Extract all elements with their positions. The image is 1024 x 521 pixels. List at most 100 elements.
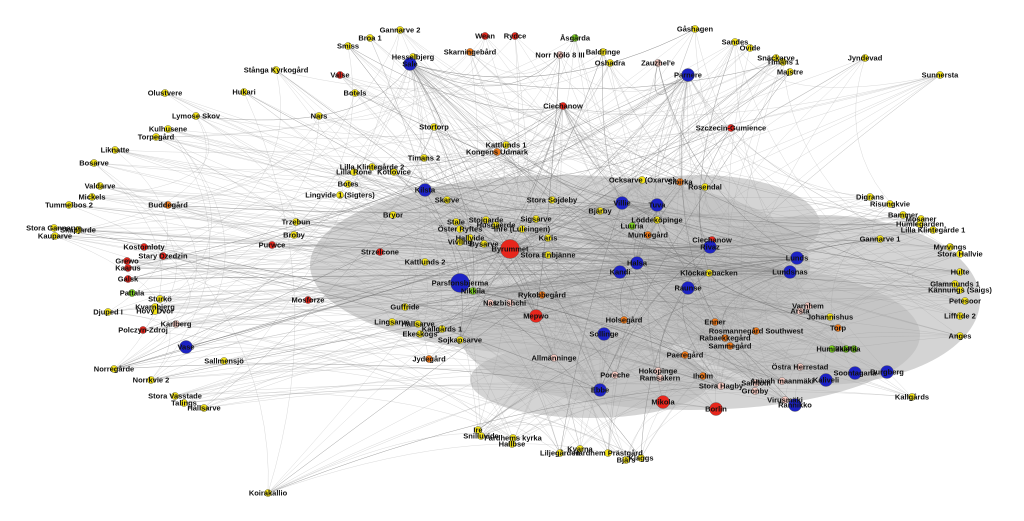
graph-edge <box>428 202 623 360</box>
graph-node <box>783 265 797 279</box>
graph-node <box>826 313 834 321</box>
graph-node <box>172 320 180 328</box>
graph-node <box>786 68 794 76</box>
graph-edge <box>424 189 888 373</box>
graph-node <box>597 327 611 341</box>
node-label: Norregårde <box>94 365 134 374</box>
graph-edge <box>183 257 798 404</box>
graph-edge <box>107 41 736 313</box>
graph-edge <box>619 271 722 387</box>
node-label: Mosforze <box>292 296 325 305</box>
graph-edge <box>175 294 543 325</box>
graph-edge <box>275 69 511 250</box>
graph-edge <box>339 74 961 255</box>
graph-edge <box>167 29 401 206</box>
graph-edge <box>409 63 921 225</box>
graph-node <box>200 404 208 412</box>
node-label: Kaliveli <box>813 376 839 385</box>
node-label: Rabaekkegård <box>699 334 751 343</box>
graph-edge <box>755 246 951 332</box>
graph-node <box>880 365 894 379</box>
graph-node <box>351 89 359 97</box>
graph-node <box>443 196 451 204</box>
node-label: Byrummet <box>491 245 529 254</box>
graph-edge <box>167 105 564 139</box>
node-label: Stora Vasstade <box>148 392 202 401</box>
graph-edge <box>625 283 956 461</box>
node-label: Parsfonsbjerma <box>432 279 490 288</box>
graph-node <box>788 398 802 412</box>
graph-edge <box>621 61 784 204</box>
graph-edge <box>459 202 623 230</box>
graph-node <box>418 183 432 197</box>
node-label: Rosendal <box>688 183 722 192</box>
graph-node <box>620 316 628 324</box>
graph-node <box>908 393 916 401</box>
graph-node <box>842 345 850 353</box>
graph-edge <box>347 45 564 110</box>
graph-edge <box>636 262 757 384</box>
graph-edge <box>392 214 921 227</box>
graph-edge <box>602 51 623 204</box>
graph-edge <box>659 272 710 379</box>
graph-edge <box>469 37 576 74</box>
graph-edge <box>399 29 801 368</box>
graph-edge <box>53 227 722 387</box>
node-label: Timans 2 <box>408 154 440 163</box>
node-label: Grewo <box>115 257 139 266</box>
graph-edge <box>424 189 726 339</box>
graph-edge <box>472 290 809 307</box>
graph-node <box>548 196 556 204</box>
graph-node <box>104 308 112 316</box>
graph-node <box>438 325 446 333</box>
graph-edge <box>113 363 601 391</box>
graph-edge <box>614 246 711 376</box>
graph-node <box>876 235 884 243</box>
graph-node <box>140 243 148 251</box>
graph-edge <box>347 183 471 239</box>
node-label: Talings <box>171 399 197 408</box>
node-label: Hulte <box>951 268 970 277</box>
graph-edge <box>154 310 601 391</box>
node-label: Bryor <box>383 211 403 220</box>
graph-edge <box>175 204 658 325</box>
graph-edge <box>174 289 961 397</box>
graph-node <box>709 402 723 416</box>
graph-edge <box>711 57 866 241</box>
graph-node <box>315 112 323 120</box>
graph-node <box>401 303 409 311</box>
graph-edge <box>185 204 658 348</box>
graph-edge <box>159 298 847 350</box>
graph-node <box>290 231 298 239</box>
node-label: Hokopinge <box>639 367 678 376</box>
graph-edge <box>614 335 961 376</box>
node-label: Polczyn-Zdroj <box>118 326 168 335</box>
node-label: Kongens Udmark <box>466 148 529 157</box>
graph-node <box>500 239 520 259</box>
graph-node <box>466 234 474 242</box>
graph-node <box>956 312 964 320</box>
graph-edge <box>293 74 689 236</box>
graph-edge <box>662 369 856 403</box>
graph-edge <box>428 290 474 360</box>
node-label: Sturkö <box>148 295 172 304</box>
node-label: Stora Enbjänne <box>520 251 575 260</box>
graph-node <box>559 102 567 110</box>
node-label: Lilla Rone <box>336 168 372 177</box>
graph-edge <box>339 74 827 381</box>
graph-edge <box>687 74 961 255</box>
graph-node <box>936 71 944 79</box>
graph-edge <box>562 105 783 382</box>
graph-edge <box>472 105 564 292</box>
node-label: Hardhem Prästgård <box>573 449 643 458</box>
node-label: Iholm <box>693 372 713 381</box>
node-label: Rydce <box>504 32 527 41</box>
node-label: Östra Herrestad <box>772 363 829 372</box>
graph-edge <box>636 262 801 312</box>
graph-edge <box>535 315 581 450</box>
graph-node <box>956 332 964 340</box>
graph-edge <box>150 61 784 381</box>
graph-edge <box>484 35 798 259</box>
node-label: Hesselbjerg <box>392 53 435 62</box>
